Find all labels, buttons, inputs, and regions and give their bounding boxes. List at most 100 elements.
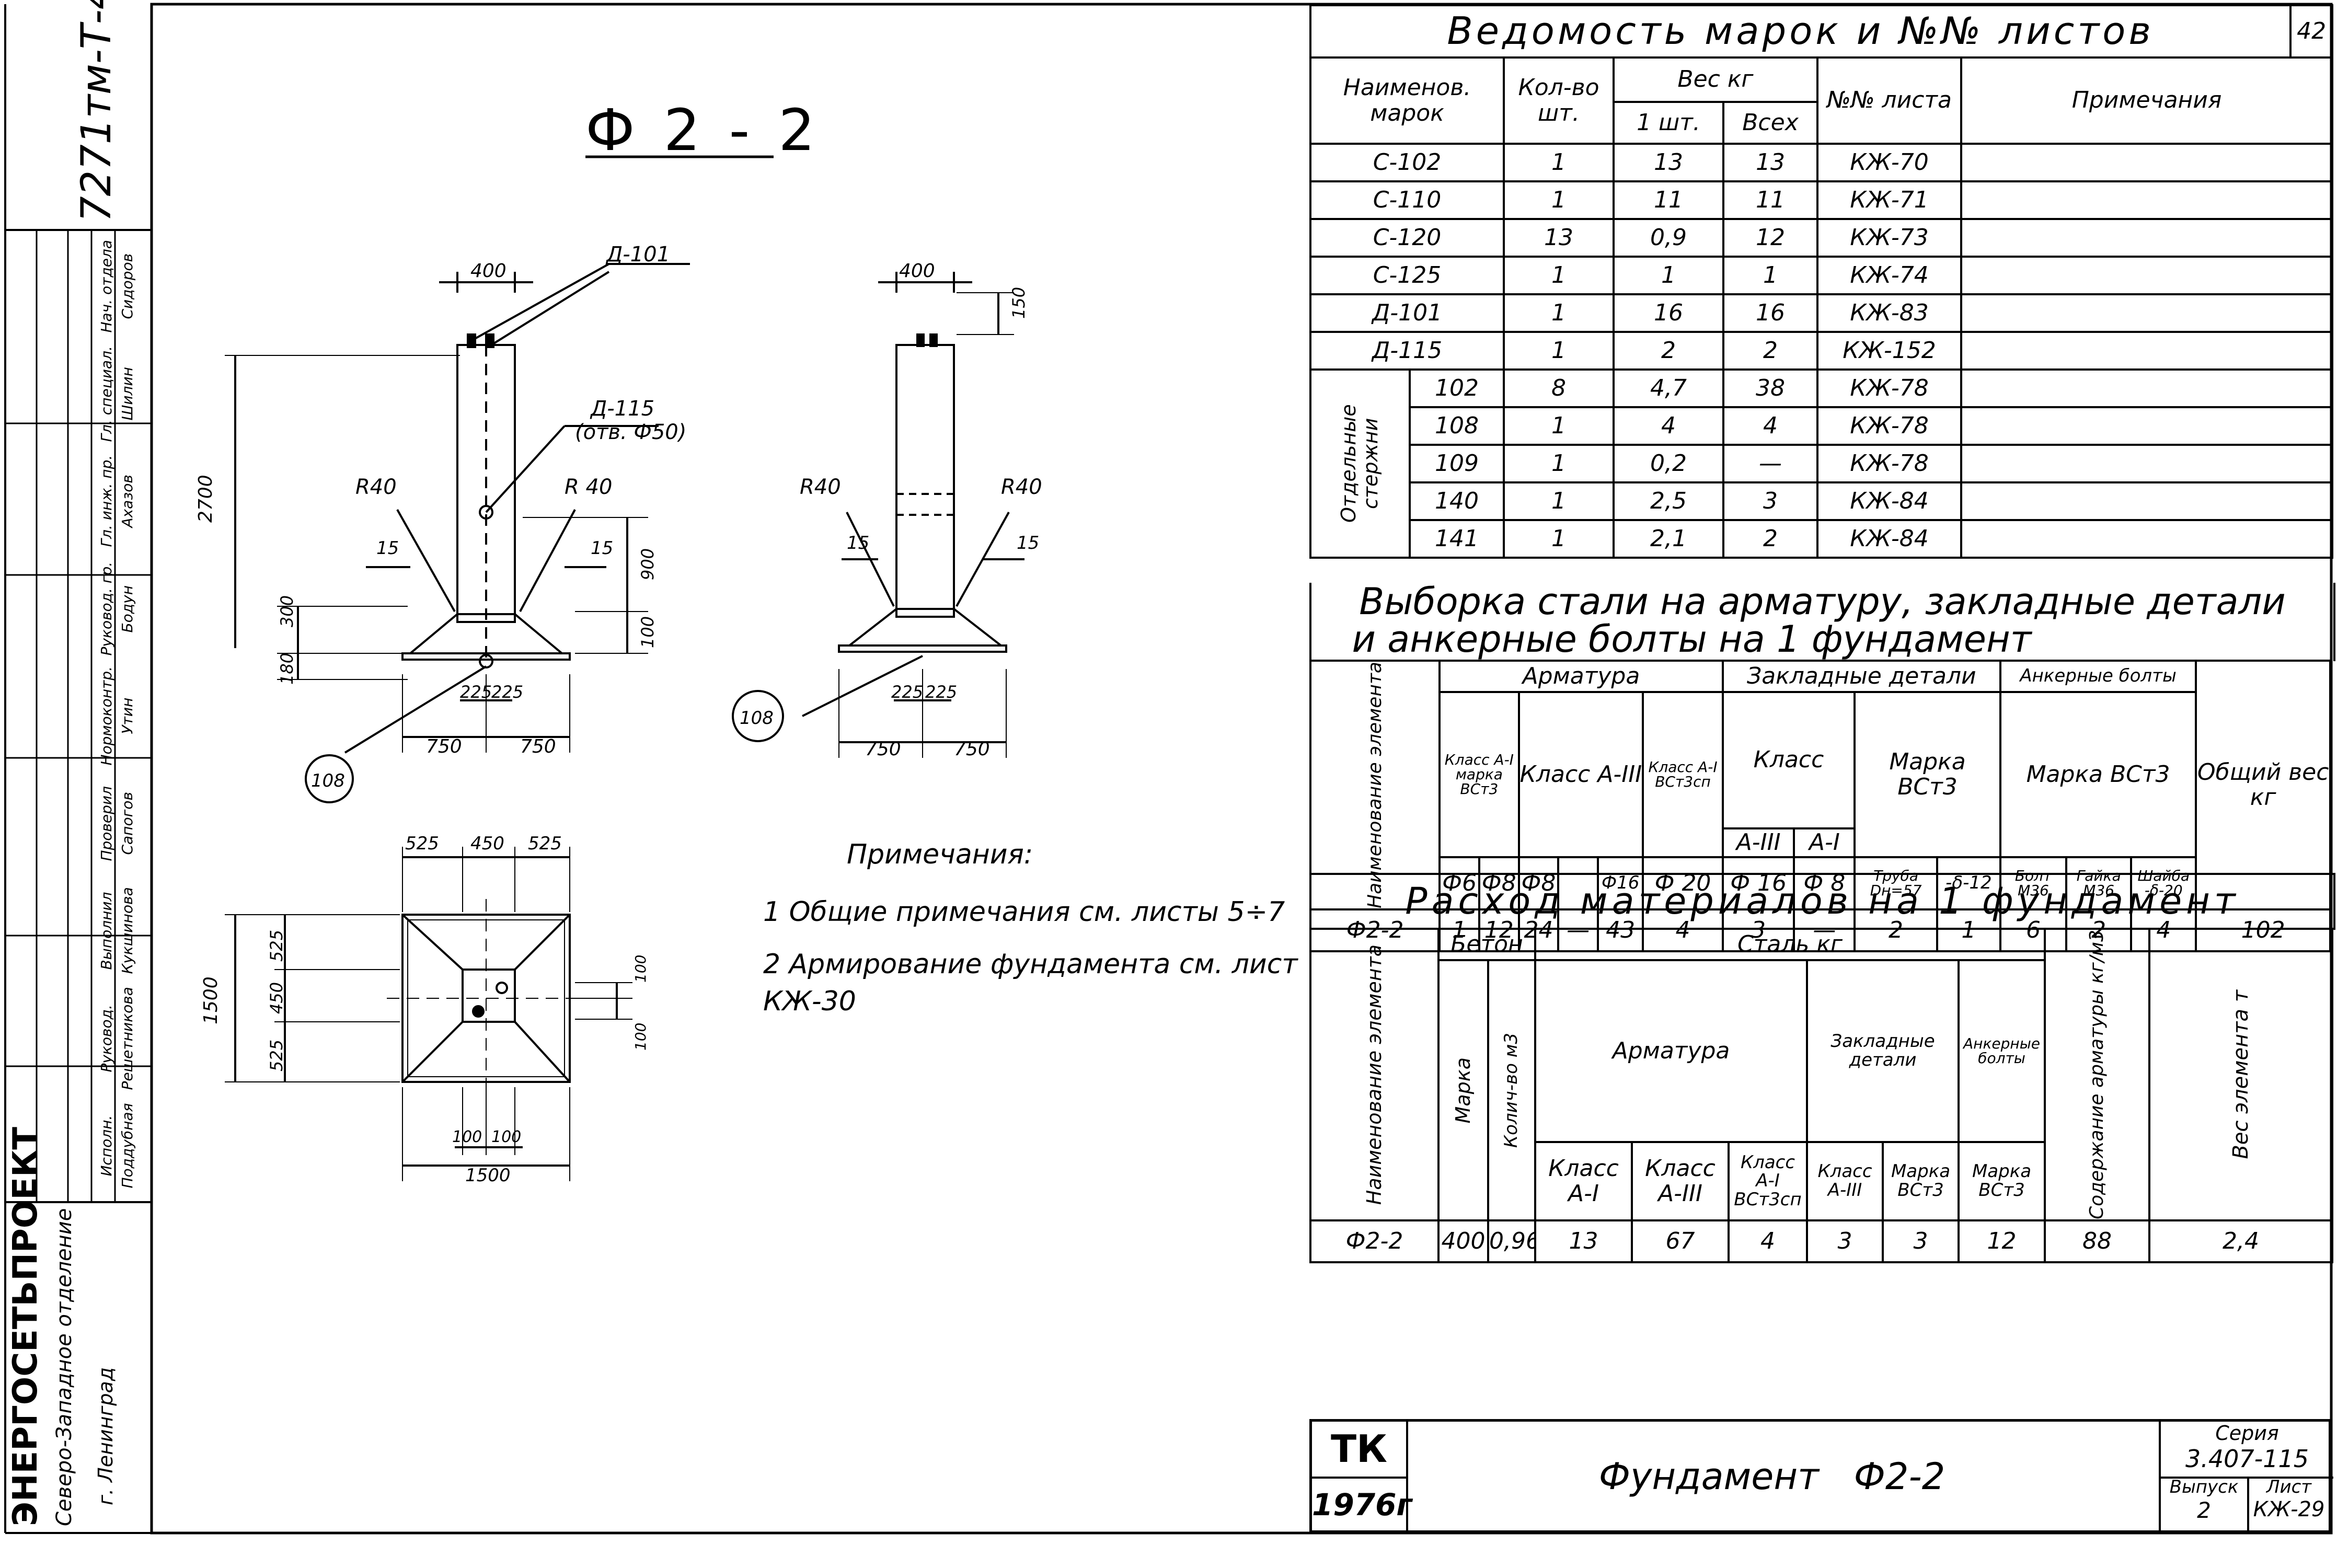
ved-sheet: КЖ-152 bbox=[1816, 331, 1962, 371]
ved-name: С-125 bbox=[1309, 256, 1505, 295]
org-name: ЭНЕРГОСЕТЬПРОЕКТ bbox=[6, 1126, 45, 1526]
ved-g-note bbox=[1960, 368, 2334, 408]
rs-h-marka: Марка bbox=[1451, 1057, 1475, 1124]
ved-g-qty: 1 bbox=[1503, 406, 1615, 446]
dim-15-left-b: 15 bbox=[847, 533, 869, 554]
tb-tk: ТК bbox=[1312, 1422, 1408, 1479]
rs-h-arm: Арматура bbox=[1534, 959, 1809, 1144]
ved-note bbox=[1960, 293, 2334, 333]
ved-g-name: 109 bbox=[1409, 444, 1505, 483]
dim-100-a: 100 bbox=[632, 955, 649, 983]
ved-sheet: КЖ-71 bbox=[1816, 180, 1962, 220]
rs-h-k1: Класс А-I bbox=[1534, 1141, 1633, 1222]
rashod-cell: 3 bbox=[1882, 1219, 1960, 1264]
ved-name: С-110 bbox=[1309, 180, 1505, 220]
label-d115: Д-115 bbox=[590, 397, 654, 421]
rs-h-am: Марка ВСт3 bbox=[1958, 1141, 2046, 1222]
dim-100-d: 100 bbox=[491, 1128, 521, 1146]
note-1: 1 Общие примечания см. листы 5÷7 bbox=[763, 896, 1285, 928]
dim-525-b: 525 bbox=[528, 833, 562, 854]
vb-h-anmarka: Марка ВСт3 bbox=[1999, 691, 2197, 858]
stamp-role: Нач. отдела bbox=[98, 239, 115, 333]
dim-180: 180 bbox=[277, 653, 297, 685]
stamp-row: Руковод.Решетникова bbox=[6, 985, 150, 1092]
dim-750-d: 750 bbox=[954, 739, 990, 760]
rs-h-k1b: Класс А-I ВСт3сп bbox=[1728, 1141, 1809, 1222]
stamp-person: Утин bbox=[119, 698, 136, 734]
dim-750-b: 750 bbox=[520, 736, 556, 757]
ved-g-sheet: КЖ-78 bbox=[1816, 444, 1962, 483]
dim-15-right-b: 15 bbox=[1017, 533, 1039, 554]
ved-group-label: Отдельные стержни bbox=[1337, 404, 1382, 523]
project-code: 7271тм-Т-42 bbox=[73, 0, 120, 222]
ved-g-note bbox=[1960, 519, 2334, 559]
ved-note bbox=[1960, 218, 2334, 258]
vb-h-ankr: Анкерные болты bbox=[1999, 660, 2197, 693]
stamp-person: Кукшинова bbox=[119, 887, 136, 975]
ved-g-w1: 0,2 bbox=[1613, 444, 1724, 483]
vb-c-blank bbox=[1557, 856, 1599, 910]
vh-wall: Всех bbox=[1722, 101, 1818, 145]
org-branch: Северо-Западное отделение bbox=[52, 1208, 76, 1526]
dim-400: 400 bbox=[470, 260, 506, 282]
dim-450-a: 450 bbox=[470, 833, 504, 854]
vh-sheet: №№ листа bbox=[1816, 56, 1962, 145]
ved-g-name: 141 bbox=[1409, 519, 1505, 559]
stamp-row: Руковод. гр.Бодун bbox=[6, 555, 150, 663]
ved-note bbox=[1960, 143, 2334, 182]
stamp-role: Гл. специал. bbox=[98, 345, 115, 442]
ved-wall: 13 bbox=[1722, 143, 1818, 182]
rs-h-ankr: Анкерные болты bbox=[1958, 959, 2046, 1144]
rashod-title: Расход материалов на 1 фундамент bbox=[1309, 873, 2335, 930]
rashod-cell: 4 bbox=[1728, 1219, 1809, 1264]
vyborka-title: Выборка стали на арматуру, закладные дет… bbox=[1309, 583, 2335, 661]
vb-h-zakl: Закладные детали bbox=[1721, 660, 2001, 693]
ved-g-qty: 1 bbox=[1503, 481, 1615, 521]
rashod-cell: Ф2-2 bbox=[1309, 1219, 1440, 1264]
rashod-cell: 2,4 bbox=[2148, 1219, 2334, 1264]
callout-108-a: 108 bbox=[311, 770, 345, 791]
rashod-cell: 0,96 bbox=[1487, 1219, 1537, 1264]
label-d101: Д-101 bbox=[605, 243, 670, 267]
tb-list-box: Лист КЖ-29 bbox=[2247, 1477, 2331, 1533]
label-r40-left: R40 bbox=[355, 475, 397, 499]
vh-w1: 1 шт. bbox=[1613, 101, 1724, 145]
vb-c-gayka: Гайка М36 bbox=[2065, 856, 2133, 910]
vb-h-a3: А-III bbox=[1721, 827, 1795, 858]
ved-g-w1: 4,7 bbox=[1613, 368, 1724, 408]
stamp-role: Руковод. bbox=[98, 1004, 115, 1073]
dim-100: 100 bbox=[638, 616, 658, 648]
rashod-cell: 12 bbox=[1958, 1219, 2046, 1264]
dim-100-c: 100 bbox=[452, 1128, 482, 1146]
vb-c-f20: Ф 20 bbox=[1642, 856, 1724, 910]
ved-g-qty: 1 bbox=[1503, 519, 1615, 559]
ved-qty: 13 bbox=[1503, 218, 1615, 258]
vyborka-title-2: и анкерные болты на 1 фундамент bbox=[1352, 618, 2032, 661]
dim-900: 900 bbox=[638, 548, 658, 580]
rs-h-stal: Сталь кг bbox=[1534, 928, 2046, 961]
ved-qty: 1 bbox=[1503, 293, 1615, 333]
ved-w1: 2 bbox=[1613, 331, 1724, 371]
rashod-cell: 13 bbox=[1534, 1219, 1633, 1264]
org-city: г. Ленинград bbox=[94, 1367, 117, 1505]
vh-name: Наименов. марок bbox=[1309, 56, 1505, 145]
ved-g-note bbox=[1960, 444, 2334, 483]
stamp-role: Выполнил bbox=[98, 892, 115, 970]
dim-525-d: 525 bbox=[267, 1040, 286, 1071]
ved-qty: 1 bbox=[1503, 143, 1615, 182]
dim-750-a: 750 bbox=[426, 736, 462, 757]
ved-g-wall: 2 bbox=[1722, 519, 1818, 559]
rs-h-name: Наименование элемента bbox=[1362, 944, 1386, 1205]
vb-c-shayba: Шайба -δ-20 bbox=[2130, 856, 2197, 910]
mark-title: Ф 2 - 2 bbox=[585, 97, 821, 164]
note-2: 2 Армирование фундамента см. лист КЖ-30 bbox=[763, 949, 1298, 1017]
plan-view bbox=[225, 847, 632, 1181]
